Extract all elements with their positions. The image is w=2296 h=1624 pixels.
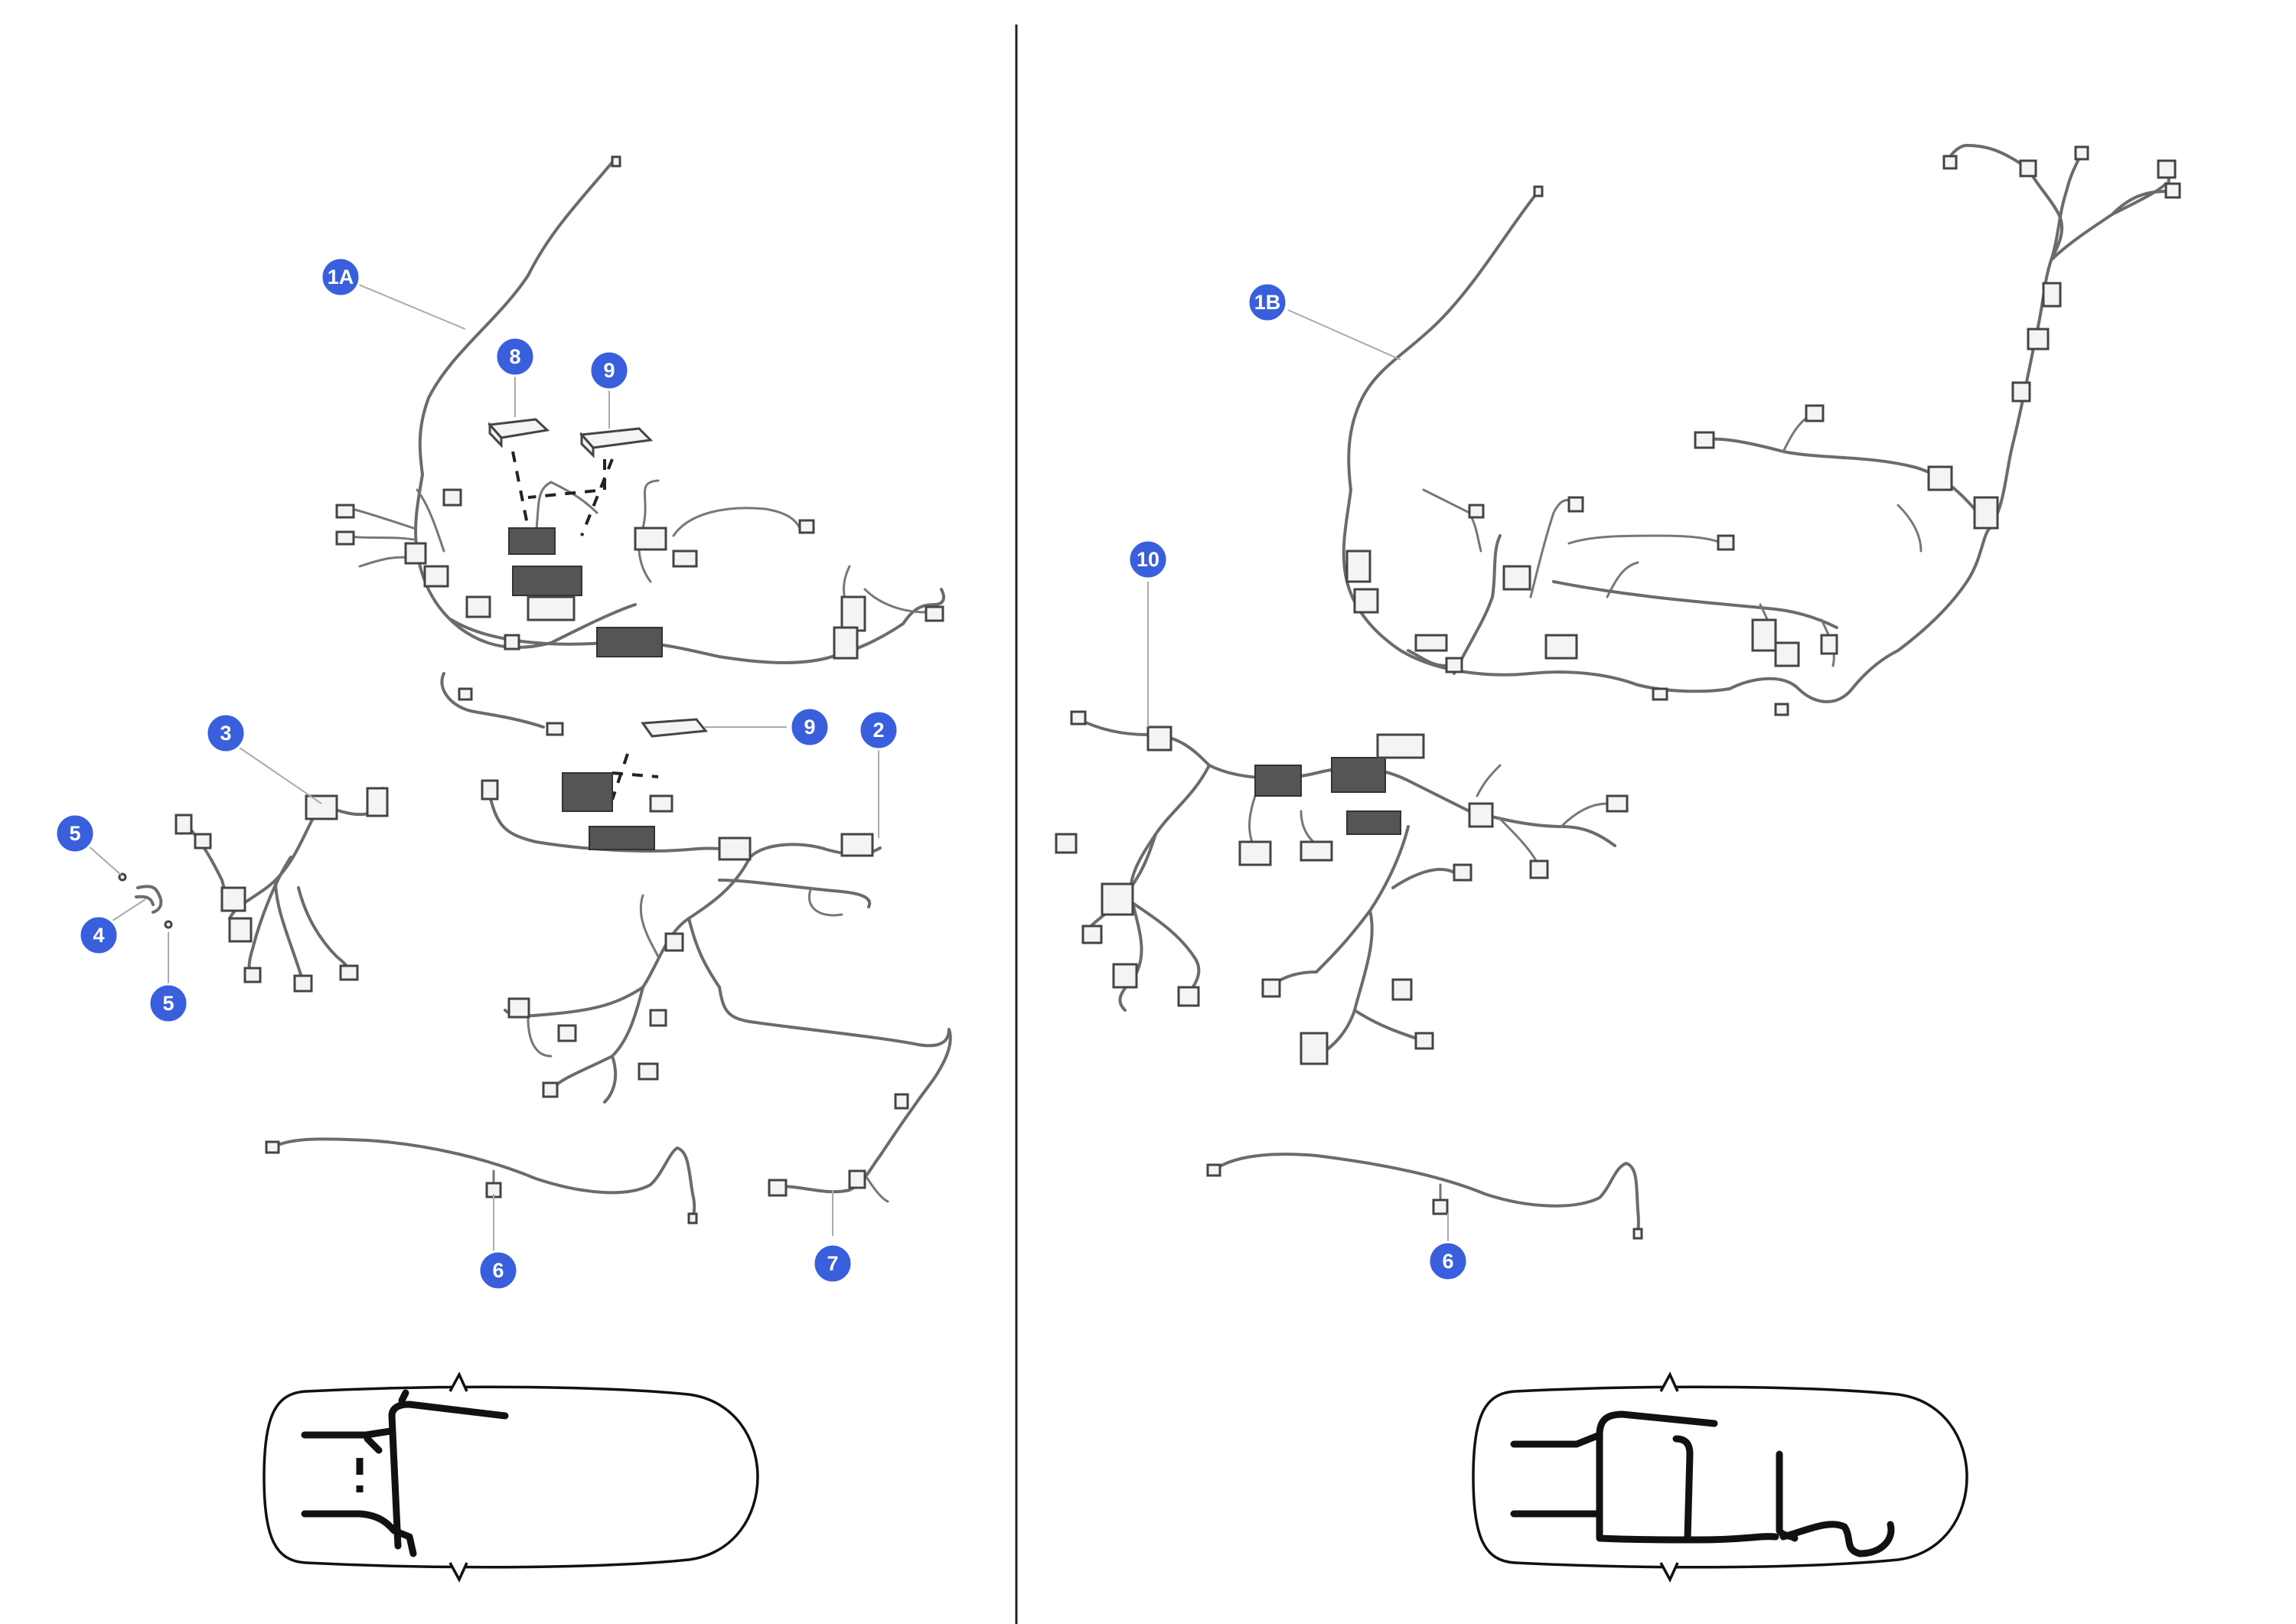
callout-5-upper: 5 [54,813,96,854]
module-9-guide-a [527,459,606,499]
callout-9-lower: 9 [789,706,830,748]
svg-text:1B: 1B [1254,291,1281,314]
svg-text:7: 7 [827,1252,838,1275]
harness-2 [481,718,882,1104]
left-leaders [86,276,879,1255]
svg-text:9: 9 [804,716,815,739]
callout-10: 10 [1127,539,1169,580]
part-5-clip-a [118,872,127,882]
harness-1a [335,155,945,736]
module-9-top [579,427,654,458]
callout-6-left: 6 [478,1250,519,1291]
harness-3 [174,787,389,993]
callout-3: 3 [205,713,246,754]
svg-text:9: 9 [603,359,615,382]
right-panel [1055,144,2181,1583]
harness-10 [1055,710,1629,1065]
callout-7: 7 [812,1243,853,1284]
vehicle-outline-right [1472,1371,1968,1583]
callout-4: 4 [78,915,119,956]
module-9-lower [641,718,708,738]
svg-text:3: 3 [220,722,231,745]
callout-9-top: 9 [589,350,630,391]
module-9-guide-b [580,458,614,536]
svg-text:4: 4 [93,924,104,947]
vehicle-outline-left [263,1371,759,1583]
svg-text:1A: 1A [328,266,354,289]
svg-text:8: 8 [509,345,520,368]
svg-text:10: 10 [1137,548,1159,571]
svg-text:2: 2 [872,719,884,742]
svg-text:6: 6 [492,1259,504,1282]
callout-1a: 1A [320,256,361,298]
svg-text:6: 6 [1442,1250,1453,1273]
module-8-guide [511,451,530,529]
svg-text:5: 5 [162,992,174,1015]
harness-1b [1342,144,2181,716]
harness-7 [718,986,952,1203]
harness-6-right [1206,1153,1643,1240]
harness-6-left [265,1137,698,1225]
part-5-clip-b [164,920,173,929]
left-panel [86,155,952,1583]
callout-2: 2 [858,709,899,751]
callout-1b: 1B [1247,282,1288,323]
callout-6-right: 6 [1427,1241,1469,1282]
part-4-bracket [135,885,163,914]
callout-8: 8 [494,336,536,377]
module-8 [487,418,550,448]
callout-5-lower: 5 [148,983,189,1024]
svg-text:5: 5 [69,822,80,845]
